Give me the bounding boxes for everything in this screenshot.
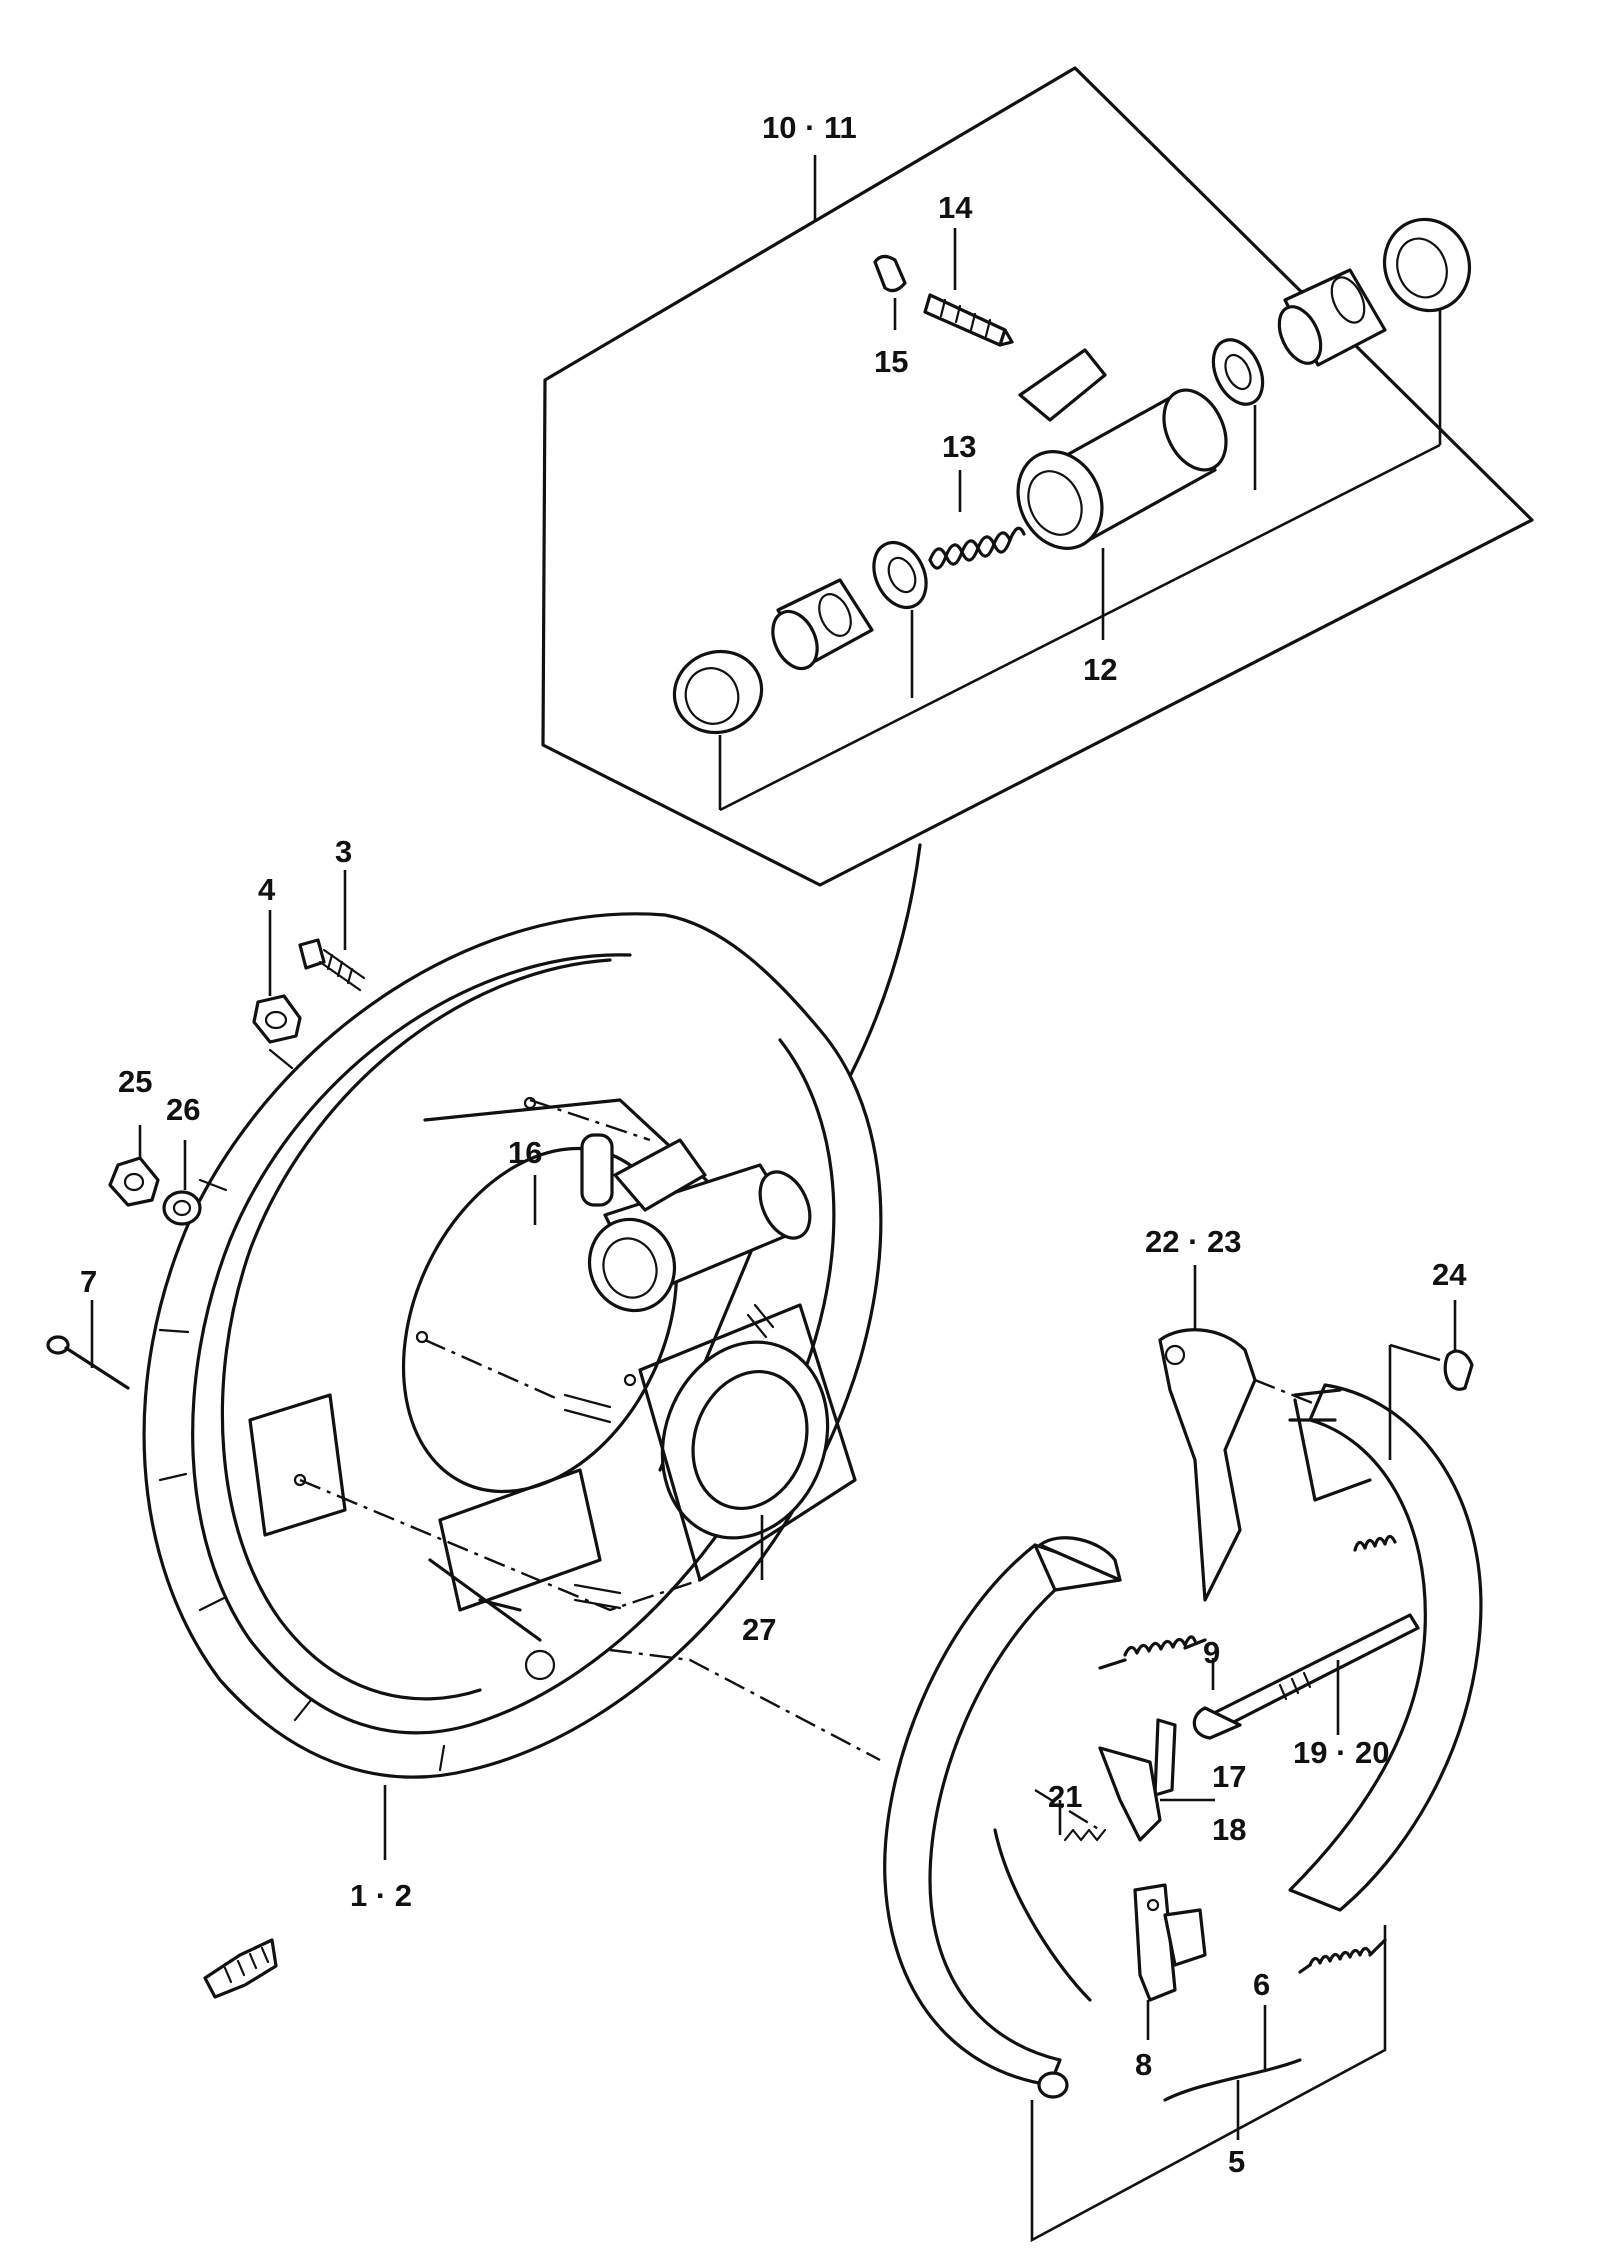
- wheel-cylinder-kit-panel: [541, 66, 1534, 887]
- label-27: 27: [742, 1612, 776, 1647]
- strut-spring-9: [1098, 1635, 1215, 1690]
- brake-shoe-right: [1288, 1383, 1483, 1912]
- return-spring-upper: [1353, 1534, 1397, 1552]
- label-16: 16: [508, 1135, 542, 1170]
- return-spring-6: [1263, 1938, 1387, 2070]
- pin-7: [46, 1300, 130, 1390]
- cylinder-cup-left: [872, 540, 928, 698]
- clip-24: [1443, 1300, 1474, 1391]
- cylinder-piston-right: [1277, 268, 1387, 367]
- assembly-line-3: [299, 1478, 701, 1612]
- cylinder-dust-boot-left: [672, 305, 1442, 812]
- backing-plate: [142, 912, 883, 1779]
- parking-brake-lever: [1158, 1265, 1257, 1602]
- assembly-line-1: [529, 1098, 651, 1142]
- washer-26: [162, 1140, 202, 1226]
- shoe-kit-bracket-5: [1030, 1925, 1387, 2243]
- label-10-11: 10 · 11: [762, 110, 857, 145]
- bleeder-cap: [873, 254, 907, 330]
- label-18: 18: [1212, 1812, 1246, 1847]
- cylinder-piston-left: [771, 578, 874, 671]
- assembly-line-2: [424, 1338, 561, 1402]
- label-14: 14: [938, 190, 973, 225]
- label-26: 26: [166, 1092, 200, 1127]
- label-12: 12: [1083, 652, 1117, 687]
- label-19-20: 19 · 20: [1293, 1735, 1390, 1770]
- cylinder-dust-boot-right: [1382, 217, 1472, 313]
- label-8: 8: [1135, 2047, 1152, 2082]
- label-4: 4: [258, 872, 276, 907]
- label-9: 9: [1203, 1635, 1220, 1670]
- label-3: 3: [335, 834, 352, 869]
- label-24: 24: [1432, 1257, 1467, 1292]
- shoe-hold-clip-8: [1133, 1883, 1207, 2040]
- label-1-2: 1 · 2: [350, 1878, 412, 1913]
- hold-down-spring-21: [1058, 1800, 1107, 1842]
- label-6: 6: [1253, 1967, 1270, 2002]
- leader-24-bracket: [1388, 1343, 1441, 1460]
- bolt-3: [298, 870, 366, 992]
- label-15: 15: [874, 344, 908, 379]
- wheel-cylinder-body: [1016, 348, 1228, 640]
- assembly-line-6: [1034, 1788, 1101, 1832]
- cylinder-spring: [928, 470, 1026, 570]
- cylinder-gasket: [580, 1133, 614, 1207]
- label-17: 17: [1212, 1759, 1246, 1794]
- label-25: 25: [118, 1064, 152, 1099]
- adjuster-lever-17-18: [1098, 1718, 1215, 1842]
- brake-shoe-left: [883, 1536, 1122, 2099]
- adjuster-19-20: [1192, 1613, 1420, 1740]
- label-21: 21: [1048, 1779, 1082, 1814]
- label-7: 7: [80, 1264, 97, 1299]
- nut-4: [252, 910, 302, 1044]
- nut-25: [108, 1125, 160, 1207]
- forward-arrow-icon: [203, 1938, 278, 1999]
- bleeder-screw: [923, 228, 1014, 347]
- label-13: 13: [942, 429, 976, 464]
- label-5: 5: [1228, 2144, 1245, 2179]
- assembly-line-4: [609, 1648, 881, 1762]
- cylinder-cup-right: [1211, 338, 1265, 490]
- label-22-23: 22 · 23: [1145, 1224, 1242, 1259]
- wheel-cylinder-installed: [587, 1138, 812, 1313]
